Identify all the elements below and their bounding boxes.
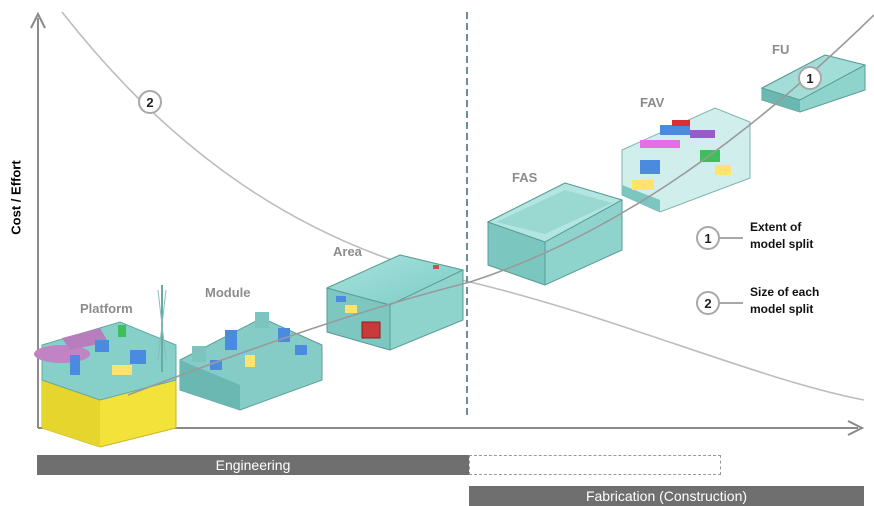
stage-label-platform: Platform [80,301,133,316]
legend-marker-2 [696,291,743,315]
phase-bar-fabrication: Fabrication (Construction) [469,486,864,506]
legend-marker-2-label: 2 [704,296,711,311]
legend-item-2: Size of each model split [750,284,819,318]
phase-bar-engineering: Engineering [37,455,469,475]
module-model [179,312,323,411]
extent-curve [127,14,874,396]
marker-2-on-curve [138,90,162,114]
legend-marker-1-label: 1 [704,231,711,246]
marker-2-label: 2 [146,95,153,110]
stage-label-fu: FU [772,42,790,57]
stage-label-fas: FAS [512,170,538,185]
x-axis-arrow [847,420,865,436]
legend-item-2-line2: model split [750,302,814,316]
stage-label-fav: FAV [640,95,665,110]
stage-label-area: Area [333,244,362,259]
y-axis-arrow [30,11,46,29]
legend-item-1: Extent of model split [750,219,813,253]
marker-1-label: 1 [806,71,813,86]
legend-marker-1 [696,226,743,250]
platform-model [34,285,177,448]
phase-bar-engineering-extension [469,455,721,475]
y-axis-label: Cost / Effort [8,160,24,235]
fas-model [486,182,624,286]
size-curve [61,11,865,401]
legend-item-2-line1: Size of each [750,285,820,299]
stage-label-module: Module [205,285,251,300]
legend-item-1-line2: model split [750,237,814,251]
marker-1-on-curve [798,66,822,90]
legend-item-1-line1: Extent of [750,220,802,234]
fav-model [621,107,751,213]
